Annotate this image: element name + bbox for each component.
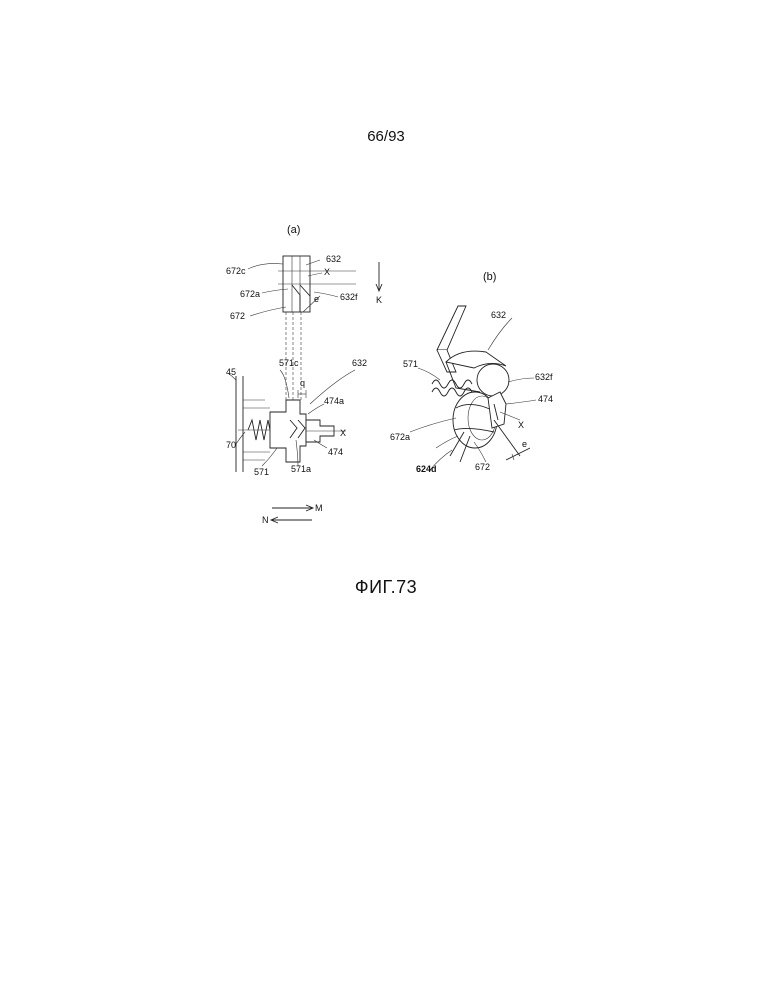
- label-q: q: [300, 378, 305, 388]
- panel-a-top-assembly: [248, 256, 382, 400]
- label-x-top: X: [324, 267, 330, 277]
- arrow-n-label: N: [262, 515, 269, 525]
- label-672-b: 672: [475, 462, 490, 472]
- label-571a: 571a: [291, 464, 311, 474]
- label-474a: 474a: [324, 396, 344, 406]
- label-624d-b: 624d: [416, 464, 437, 474]
- label-571c: 571c: [279, 358, 299, 368]
- arrow-m-label: M: [315, 503, 323, 513]
- label-k: K: [376, 295, 382, 305]
- figure-caption: ФИГ.73: [0, 577, 772, 598]
- label-474-b: 474: [538, 394, 553, 404]
- panel-a-label: (a): [287, 224, 300, 236]
- panel-b-perspective-assembly: [410, 306, 536, 470]
- label-632-top: 632: [326, 254, 341, 264]
- label-672-top: 672: [230, 311, 245, 321]
- label-70: 70: [226, 440, 236, 450]
- label-672a-top: 672a: [240, 289, 260, 299]
- panel-b-label: (b): [483, 271, 496, 283]
- label-632f-b: 632f: [535, 372, 553, 382]
- label-474: 474: [328, 447, 343, 457]
- label-632f-top: 632f: [340, 292, 358, 302]
- label-632-bottom: 632: [352, 358, 367, 368]
- label-632-b: 632: [491, 310, 506, 320]
- label-x-b: X: [518, 420, 524, 430]
- label-x-bottom: X: [340, 428, 346, 438]
- label-e-top: e: [314, 294, 319, 304]
- label-672c: 672c: [226, 266, 246, 276]
- label-45: 45: [226, 367, 236, 377]
- label-571-b: 571: [403, 359, 418, 369]
- label-e-b: e: [522, 439, 527, 449]
- label-571: 571: [254, 467, 269, 477]
- label-672a-b: 672a: [390, 432, 410, 442]
- direction-arrows: [271, 505, 313, 523]
